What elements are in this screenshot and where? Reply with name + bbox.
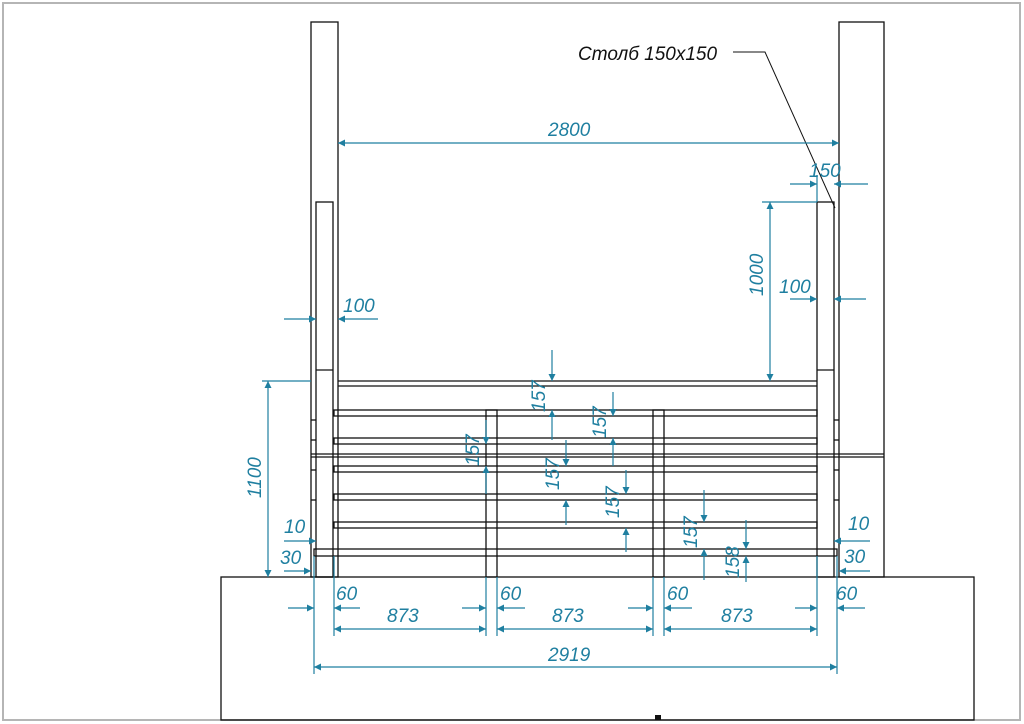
dim-base-left: 30: [280, 548, 302, 569]
rail-bar: [333, 437, 818, 445]
base-marker: [655, 715, 661, 720]
bottom-rail: [313, 548, 838, 557]
structure-outline: [220, 21, 975, 721]
dim-bay-width: 873: [721, 606, 753, 627]
dim-post-width: 150: [809, 161, 841, 182]
dim-gap-right: 10: [848, 514, 870, 535]
rail-bar: [333, 521, 818, 529]
dim-bar-spacing: 157: [603, 485, 624, 518]
dim-total-width: 2919: [547, 645, 591, 666]
dim-overall-opening: 2800: [547, 120, 591, 141]
dim-baluster-width: 60: [336, 584, 358, 605]
dim-post-offset-right: 100: [779, 277, 811, 298]
dim-bay-width: 873: [387, 606, 419, 627]
dim-base-right: 30: [844, 547, 866, 568]
foundation-slab: [220, 576, 975, 721]
dimension-lines: [262, 139, 870, 674]
post-callout-label: Столб 150х150: [578, 44, 718, 65]
dim-bar-spacing: 157: [590, 405, 611, 438]
dim-baluster-width: 60: [836, 584, 858, 605]
left-inner-post: [315, 201, 334, 578]
dim-bar-spacing: 157: [529, 379, 550, 412]
dim-baluster-width: 60: [500, 584, 522, 605]
dim-bar-spacing: 157: [681, 515, 702, 548]
rail-bar: [333, 409, 818, 417]
baluster: [652, 409, 665, 578]
rail-bar: [333, 465, 818, 473]
dimension-labels: 2800 150 100 100 1000 1100 10 30 10 30 1…: [245, 120, 870, 666]
dim-baluster-width: 60: [667, 584, 689, 605]
dim-post-offset-left: 100: [343, 296, 375, 317]
dim-bar-spacing: 157: [543, 457, 564, 490]
dim-upper-height: 1000: [747, 253, 768, 296]
post-callout: Столб 150х150: [578, 44, 836, 209]
dim-bar-spacing: 157: [463, 433, 484, 466]
dim-bar-spacing: 158: [723, 546, 744, 578]
dim-bay-width: 873: [552, 606, 584, 627]
dim-gap-left: 10: [284, 517, 306, 538]
rail-bar: [333, 493, 818, 501]
right-inner-post: [816, 201, 835, 578]
dim-railing-height: 1100: [245, 457, 266, 498]
